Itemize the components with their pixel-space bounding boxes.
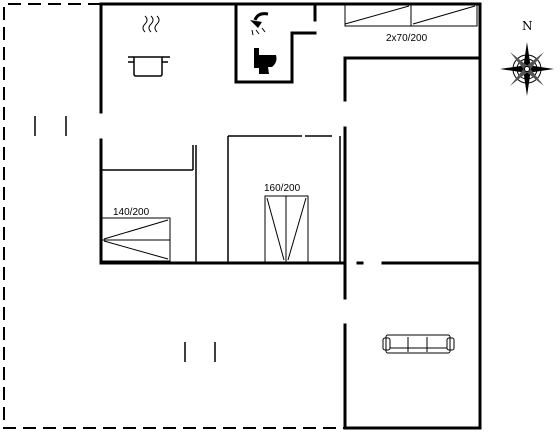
terrace-outline: [3, 3, 345, 429]
bed-top-right-label: 2x70/200: [386, 33, 428, 44]
compass-north-label: N: [522, 19, 533, 33]
toilet-icon: [254, 48, 277, 74]
window-markers: [34, 116, 216, 362]
bed-left-label: 140/200: [113, 207, 150, 218]
bed-middle: 160/200: [264, 183, 309, 263]
sofa-icon: [382, 334, 455, 354]
bed-left: 140/200: [101, 207, 171, 262]
bed-top-right: 2x70/200: [344, 3, 478, 44]
shower-head-icon: [250, 12, 269, 36]
interior-walls: [101, 2, 482, 265]
bed-middle-label: 160/200: [264, 183, 301, 194]
compass-rose-icon: N: [500, 19, 554, 96]
cooking-pot-icon: [128, 15, 170, 77]
